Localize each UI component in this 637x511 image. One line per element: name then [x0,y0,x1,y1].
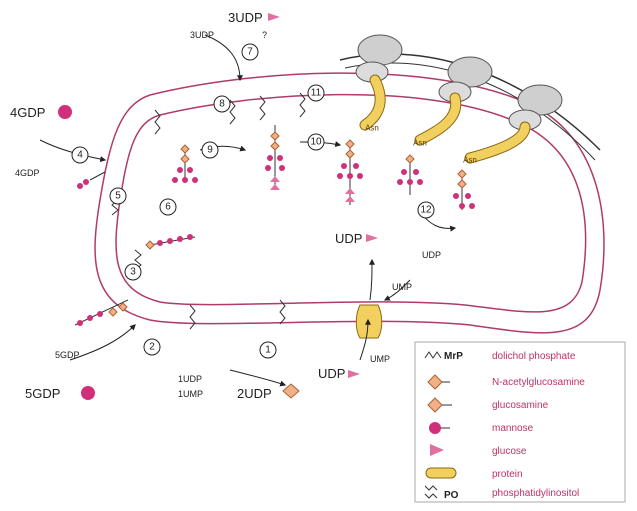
svg-text:MrP: MrP [444,351,463,362]
step-11: 11 [308,85,324,101]
svg-text:4: 4 [77,150,83,161]
svg-text:3: 3 [130,267,136,278]
svg-text:dolichol phosphate: dolichol phosphate [492,351,576,362]
glycan-chain [75,300,128,326]
glucose-icon [348,370,360,378]
glucose-icon [366,234,378,242]
svg-text:phosphatidylinositol: phosphatidylinositol [492,488,579,499]
label-1ump: 1UMP [178,389,203,399]
label-ump-in: UMP [370,354,390,364]
asn-label: Asn [463,156,477,165]
svg-text:N-acetylglucosamine: N-acetylglucosamine [492,377,585,388]
step-8: 8 [214,96,230,112]
label-1udp: 1UDP [178,374,202,384]
step-9: 9 [202,142,218,158]
label-udp-right: UDP [335,231,362,246]
glycan-chain [265,125,285,190]
svg-text:11: 11 [311,88,322,99]
label-3udp: 3UDP [228,10,263,25]
label-4gdp-small: 4GDP [15,168,40,178]
svg-text:8: 8 [219,99,225,110]
mannose-icon [58,105,72,119]
label-udp-in: UDP [318,366,345,381]
step-2: 2 [144,339,160,355]
glycan-chain [337,140,363,205]
svg-text:9: 9 [207,145,213,156]
step-4: 4 [72,147,88,163]
step-5: 5 [110,188,126,204]
transporter [356,305,382,338]
mannose-icon [81,386,95,400]
svg-text:5: 5 [115,191,121,202]
label-5gdp-small: 5GDP [55,350,80,360]
glycan-chain [146,234,195,249]
svg-text:10: 10 [310,137,322,148]
step-10: 10 [308,134,324,150]
oligosaccharide-chains [75,125,475,326]
asn-label: Asn [413,139,427,148]
legend: MrP dolichol phosphate N-acetylglucosami… [415,342,625,502]
svg-text:1: 1 [265,345,271,356]
label-ump-right: UMP [392,282,412,292]
step-1: 1 [260,342,276,358]
asn-label: Asn [365,124,379,133]
label-3udp-small: 3UDP [190,30,214,40]
svg-text:2: 2 [149,342,155,353]
label-5gdp: 5GDP [25,386,60,401]
label-udp-right-small: UDP [422,250,441,260]
step-7: 7 [242,44,258,60]
ribosome [439,57,492,102]
label-question: ? [262,30,267,40]
svg-text:PO: PO [444,490,459,501]
label-2udp: 2UDP [237,386,272,401]
svg-text:12: 12 [420,205,432,216]
svg-text:protein: protein [492,469,523,480]
svg-text:6: 6 [165,202,171,213]
step-12: 12 [418,202,434,218]
svg-text:glucose: glucose [492,446,527,457]
svg-text:7: 7 [247,47,253,58]
glycan-chain [397,155,423,195]
svg-text:glucosamine: glucosamine [492,400,549,411]
step-6: 6 [160,199,176,215]
svg-text:mannose: mannose [492,423,534,434]
legend-item-dolichol: MrP dolichol phosphate [425,351,576,362]
step-3: 3 [125,264,141,280]
glycan-chain [172,145,198,183]
glucose-icon [268,13,280,21]
glycan-chain [77,172,105,189]
glcnac-icon [283,384,299,398]
glycan-chain [453,170,475,210]
label-4gdp: 4GDP [10,105,45,120]
ribosome [509,85,562,130]
arrows [40,35,455,385]
